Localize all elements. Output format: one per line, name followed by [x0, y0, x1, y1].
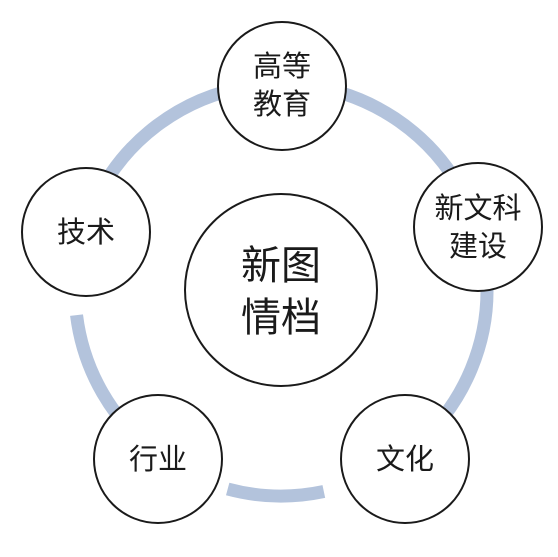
node-higher-education-line-1: 高等: [253, 49, 311, 83]
center-node: 新图 情档: [184, 193, 378, 387]
node-new-liberal-arts-line-2: 建设: [449, 229, 507, 263]
node-new-liberal-arts-line-1: 新文科: [434, 191, 521, 225]
ring-arc-culture-to-industry: [225, 482, 326, 503]
node-industry-circle: [93, 394, 223, 524]
center-node-circle: [184, 193, 378, 387]
node-culture: 文化: [340, 394, 470, 524]
center-node-line-2: 情档: [241, 295, 321, 341]
node-higher-education: 高等 教育: [217, 21, 347, 151]
center-node-line-1: 新图: [241, 243, 321, 289]
node-industry: 行业: [93, 394, 223, 524]
node-culture-circle: [340, 394, 470, 524]
node-higher-education-circle: [217, 21, 347, 151]
node-new-liberal-arts-circle: [413, 162, 543, 292]
node-higher-education-line-2: 教育: [253, 87, 311, 121]
node-technology-circle: [21, 167, 151, 297]
node-culture-line-1: 文化: [376, 442, 434, 476]
node-new-liberal-arts: 新文科 建设: [413, 162, 543, 292]
node-technology-line-1: 技术: [57, 215, 115, 249]
node-industry-line-1: 行业: [129, 442, 187, 476]
node-technology: 技术: [21, 167, 151, 297]
